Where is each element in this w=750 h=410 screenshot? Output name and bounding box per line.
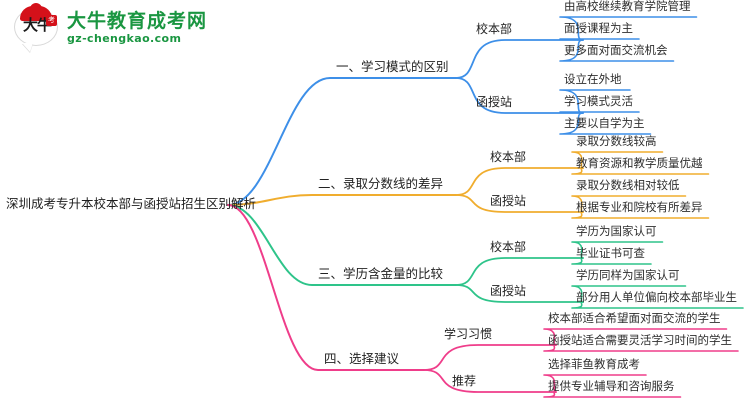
logo-mark-text: 大牛	[22, 16, 52, 34]
leaf-3-1-2[interactable]: 毕业证书可查	[576, 246, 645, 260]
leaf-3-1-1[interactable]: 学历为国家认可	[576, 224, 657, 238]
subtopic-1-1[interactable]: 校本部	[476, 22, 513, 36]
subtopic-4-1[interactable]: 学习习惯	[444, 327, 493, 341]
branch-title-1[interactable]: 一、学习模式的区别	[336, 59, 449, 74]
leaf-1-1-2[interactable]: 面授课程为主	[564, 21, 633, 35]
logo-mark-icon: 大牛 考	[14, 3, 60, 50]
leaf-4-1-2[interactable]: 函授站适合需要灵活学习时间的学生	[548, 333, 732, 347]
branch-title-4[interactable]: 四、选择建议	[324, 351, 400, 366]
leaf-1-2-2[interactable]: 学习模式灵活	[564, 94, 633, 108]
branch-title-3[interactable]: 三、学历含金量的比较	[318, 266, 444, 281]
branch-title-2[interactable]: 二、录取分数线的差异	[318, 176, 444, 191]
leaf-1-1-1[interactable]: 由高校继续教育学院管理	[564, 0, 691, 13]
subtopic-2-2[interactable]: 函授站	[490, 194, 527, 208]
leaf-1-2-3[interactable]: 主要以自学为主	[564, 116, 645, 130]
leaf-1-2-1[interactable]: 设立在外地	[564, 72, 622, 86]
leaf-3-2-2[interactable]: 部分用人单位偏向校本部毕业生	[576, 290, 737, 304]
subtopic-3-1[interactable]: 校本部	[490, 240, 527, 254]
seal-icon: 考	[46, 15, 57, 26]
leaf-4-2-2[interactable]: 提供专业辅导和咨询服务	[548, 379, 675, 393]
root-topic[interactable]: 深圳成考专升本校本部与函授站招生区别解析	[6, 196, 257, 211]
logo-subtitle: gz-chengkao.com	[67, 31, 182, 45]
site-logo[interactable]: 大牛 考 大牛教育成考网 gz-chengkao.com	[14, 3, 208, 50]
leaf-2-2-2[interactable]: 根据专业和院校有所差异	[576, 200, 703, 214]
leaf-2-1-1[interactable]: 录取分数线较高	[576, 134, 657, 148]
logo-text-block: 大牛教育成考网 gz-chengkao.com	[67, 9, 208, 46]
leaf-4-1-1[interactable]: 校本部适合希望面对面交流的学生	[548, 311, 721, 325]
leaf-3-2-1[interactable]: 学历同样为国家认可	[576, 268, 680, 282]
leaf-1-1-3[interactable]: 更多面对面交流机会	[564, 43, 668, 57]
graduation-cap-icon	[20, 3, 52, 21]
logo-title: 大牛教育成考网	[67, 9, 208, 32]
subtopic-2-1[interactable]: 校本部	[490, 150, 527, 164]
subtopic-1-2[interactable]: 函授站	[476, 95, 513, 109]
subtopic-4-2[interactable]: 推荐	[452, 374, 477, 388]
subtopic-3-2[interactable]: 函授站	[490, 284, 527, 298]
leaf-2-1-2[interactable]: 教育资源和教学质量优越	[576, 156, 703, 170]
leaf-2-2-1[interactable]: 录取分数线相对较低	[576, 178, 680, 192]
leaf-4-2-1[interactable]: 选择菲鱼教育成考	[548, 357, 640, 371]
